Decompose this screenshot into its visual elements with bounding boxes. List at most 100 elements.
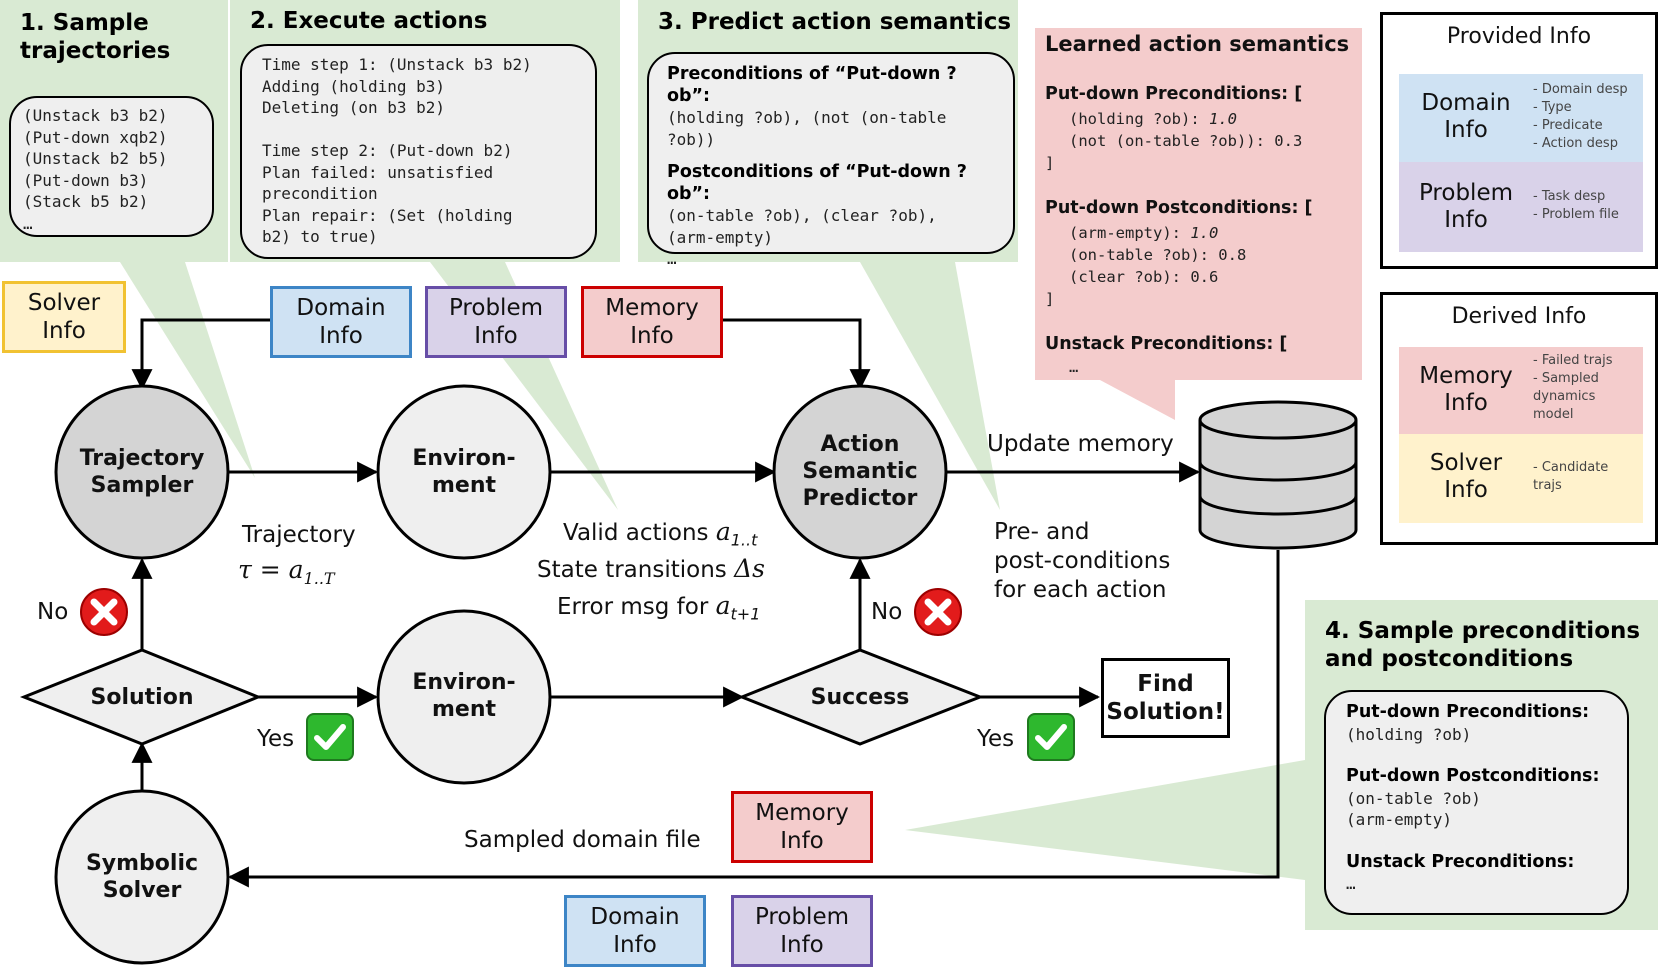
trajectory-line: (Put-down xqb2)	[23, 127, 168, 147]
learned-close-1: ]	[1045, 154, 1055, 172]
panel-2-title: 2. Execute actions	[250, 8, 488, 34]
p4-post-head: Put-down Postconditions:	[1346, 766, 1600, 786]
panel-4-title: 4. Sample preconditions and postconditio…	[1325, 618, 1641, 672]
legend-memory-label: Memory Info	[1419, 363, 1513, 416]
legend-domain-row: Domain Info - Domain desp - Type - Predi…	[1399, 74, 1643, 162]
success-label: Success	[810, 685, 910, 710]
state-transitions-label: State transitions Δs	[537, 554, 765, 584]
solver-info-box: Solver Info	[2, 281, 126, 353]
sampled-domain-file-label: Sampled domain file	[464, 827, 701, 853]
p4-post-line: (on-table ?ob)	[1346, 788, 1481, 808]
legend-provided-info: Provided Info Domain Info - Domain desp …	[1380, 12, 1658, 269]
memory-info-box-bottom: Memory Info	[731, 791, 873, 863]
panel-1-title: 1. Sample trajectories	[20, 10, 171, 64]
p4-post-line: (arm-empty)	[1346, 810, 1452, 829]
panel-3-predictions: Preconditions of “Put-down ?ob”: (holdin…	[647, 52, 1015, 268]
trajectory-line: (Stack b5 b2)	[23, 192, 149, 211]
callout-tail-4	[905, 760, 1305, 880]
action-semantic-predictor-label: Action Semantic Predictor	[802, 432, 918, 511]
p4-ellipsis: …	[1346, 874, 1356, 893]
trajectory-sampler-label: Trajectory Sampler	[79, 446, 205, 498]
legend-domain-items: - Domain desp - Type - Predicate - Actio…	[1533, 82, 1628, 151]
p3-pre-head: Preconditions of “Put-down ?ob”:	[667, 64, 957, 106]
arrow-memory-to-solver	[227, 550, 1280, 888]
learned-post-line-1: (arm-empty): 1.0	[1069, 224, 1219, 242]
execution-log-line: Adding (holding b3)	[262, 76, 446, 96]
symbolic-solver-label: Symbolic Solver	[85, 851, 199, 903]
red-x-icon-left	[80, 588, 128, 636]
environment-bottom-label: Environ- ment	[412, 670, 516, 722]
learned-close-2: ]	[1045, 290, 1055, 308]
learned-callout-tail	[1100, 380, 1175, 420]
legend-derived-title: Derived Info	[1451, 304, 1587, 329]
environment-bottom-node	[376, 609, 552, 785]
legend-solver-items: - Candidate trajs	[1533, 460, 1609, 493]
legend-memory-row: Memory Info - Failed trajs - Sampled dyn…	[1399, 347, 1643, 434]
p3-post-line: (arm-empty)	[667, 227, 773, 247]
p3-post-head: Postconditions of “Put-down ?ob”:	[667, 162, 967, 204]
legend-derived-info: Derived Info Memory Info - Failed trajs …	[1380, 292, 1658, 545]
p3-post-line: …	[667, 249, 677, 268]
problem-info-box-bottom: Problem Info	[731, 895, 873, 967]
tau-formula: τ = a1..T	[238, 555, 335, 589]
execution-log-line: Plan repair: (Set (holding	[262, 205, 513, 225]
trajectory-label: Trajectory	[242, 522, 356, 548]
trajectory-line: (Unstack b3 b2)	[23, 106, 168, 125]
legend-solver-row: Solver Info - Candidate trajs	[1399, 434, 1643, 523]
symbolic-solver-node	[54, 789, 230, 965]
no-label-left: No	[37, 599, 69, 625]
p3-pre-line: ?ob))	[667, 129, 716, 149]
learned-post-line-2: (on-table ?ob): 0.8	[1069, 246, 1247, 264]
learned-pre-line-1: (holding ?ob): 1.0	[1069, 110, 1237, 128]
legend-problem-label: Problem Info	[1418, 180, 1514, 233]
trajectory-line: (Unstack b2 b5)	[23, 149, 168, 168]
execution-log-line: precondition	[262, 184, 378, 203]
learned-pre-head: Put-down Preconditions: [	[1045, 84, 1303, 104]
error-msg-label: Error msg for at+1	[557, 591, 761, 624]
p4-pre-head: Put-down Preconditions:	[1346, 702, 1590, 722]
find-solution-box: Find Solution!	[1101, 658, 1230, 738]
arrow-info-to-sampler	[131, 318, 270, 391]
execution-log-line: Plan failed: unsatisfied	[262, 162, 494, 182]
learned-unstack-head: Unstack Preconditions: [	[1045, 334, 1288, 354]
panel-3-title: 3. Predict action semantics	[658, 9, 1012, 35]
legend-problem-items: - Task desp - Problem file	[1533, 189, 1619, 222]
p3-post-line: (on-table ?ob), (clear ?ob),	[667, 206, 937, 225]
environment-top-label: Environ- ment	[412, 446, 516, 498]
domain-info-box-bottom: Domain Info	[564, 895, 706, 967]
panel-4-samples: Put-down Preconditions: (holding ?ob) Pu…	[1324, 690, 1629, 915]
memory-info-box-top: Memory Info	[581, 286, 723, 358]
arrow-info-to-predictor	[723, 318, 871, 391]
red-x-icon-right	[914, 588, 962, 636]
legend-problem-row: Problem Info - Task desp - Problem file	[1399, 162, 1643, 252]
p3-pre-line: (holding ?ob), (not (on-table	[667, 108, 947, 127]
solution-diamond	[19, 648, 262, 746]
trajectory-sampler-node	[54, 384, 230, 560]
update-memory-label: Update memory	[987, 431, 1174, 457]
problem-info-box-top: Problem Info	[425, 286, 567, 358]
learned-action-semantics: Learned action semantics Put-down Precon…	[1035, 28, 1362, 380]
environment-top-node	[376, 384, 552, 560]
panel-1-trajectory-list: (Unstack b3 b2) (Put-down xqb2) (Unstack b…	[9, 96, 214, 237]
learned-title: Learned action semantics	[1045, 32, 1350, 56]
solution-label: Solution	[90, 685, 194, 710]
execution-log-line: Deleting (on b3 b2)	[262, 98, 446, 117]
legend-memory-items: - Failed trajs - Sampled dynamics model	[1533, 353, 1613, 422]
callout-tail-1	[120, 262, 255, 478]
green-check-icon-right	[1027, 713, 1075, 761]
execution-log-line: Time step 2: (Put-down b2)	[262, 141, 513, 160]
p4-pre-line: (holding ?ob)	[1346, 724, 1472, 744]
execution-log-line: b2) to true)	[262, 227, 378, 246]
yes-label-right: Yes	[977, 726, 1015, 752]
yes-label-left: Yes	[257, 726, 295, 752]
learned-post-line-3: (clear ?ob): 0.6	[1069, 268, 1219, 286]
domain-info-box-top: Domain Info	[270, 286, 412, 358]
callout-tail-3	[860, 262, 1000, 510]
p4-unstack-head: Unstack Preconditions:	[1346, 851, 1575, 872]
execution-log-line: Time step 1: (Unstack b3 b2)	[262, 55, 532, 74]
action-semantic-predictor-node	[772, 384, 948, 560]
success-diamond	[737, 648, 985, 746]
legend-solver-label: Solver Info	[1429, 450, 1503, 503]
legend-provided-title: Provided Info	[1446, 24, 1592, 49]
